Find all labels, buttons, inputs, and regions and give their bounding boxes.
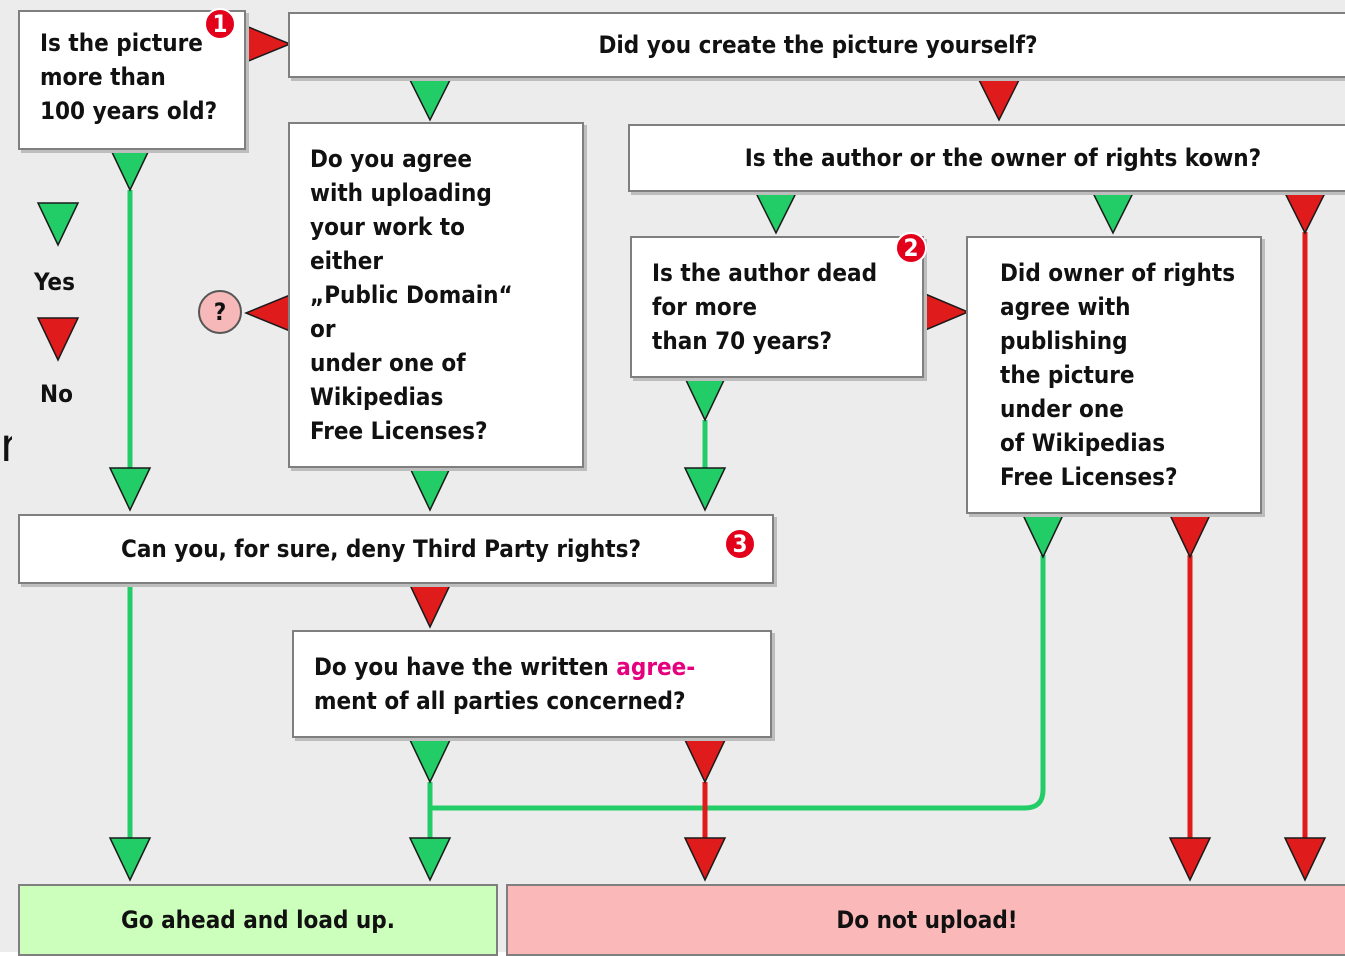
node-owner-line-6: of Wikipedias bbox=[1000, 429, 1166, 457]
yes-arrow-out-mid bbox=[408, 837, 452, 882]
node-picture-age-line-3: 100 years old? bbox=[40, 97, 218, 125]
yes-arrow-written bbox=[408, 739, 452, 784]
no-arrow-out-2 bbox=[1168, 837, 1212, 882]
no-arrow-owner bbox=[1168, 514, 1212, 559]
stray-glyph: n bbox=[0, 418, 12, 472]
yes-arrow-dead bbox=[683, 377, 727, 422]
yes-arrow-known-left bbox=[754, 192, 798, 235]
outcome-upload: Go ahead and load up. bbox=[18, 884, 498, 956]
node-owner-line-2: agree with bbox=[1000, 293, 1131, 321]
line-owner-yes bbox=[430, 555, 1046, 811]
node-author-known-text: Is the author or the owner of rights kow… bbox=[744, 144, 1262, 172]
no-arrow-agree-left bbox=[244, 293, 291, 333]
node-agree-license: Do you agree with uploading your work to… bbox=[288, 122, 584, 468]
no-arrow-old-right bbox=[245, 24, 292, 64]
node-author-dead-line-2: for more bbox=[652, 293, 758, 321]
node-agree-line-5: „Public Domain“ bbox=[310, 281, 513, 309]
legend-no-icon bbox=[36, 317, 80, 362]
badge-2: 2 bbox=[895, 232, 927, 264]
node-owner-line-7: Free Licenses? bbox=[1000, 463, 1178, 491]
yes-arrow-out-left bbox=[108, 837, 152, 882]
no-arrow-out-3 bbox=[1283, 837, 1327, 882]
yes-arrow-create bbox=[408, 79, 452, 122]
no-arrow-dead-right bbox=[922, 291, 970, 333]
node-owner-line-4: the picture bbox=[1000, 361, 1135, 389]
legend-yes-icon bbox=[36, 202, 80, 247]
node-author-known: Is the author or the owner of rights kow… bbox=[628, 124, 1345, 192]
no-arrow-out-1 bbox=[683, 837, 727, 882]
no-arrow-third bbox=[408, 584, 452, 629]
yes-arrow-into-third-mid bbox=[408, 467, 452, 512]
outcome-upload-text: Go ahead and load up. bbox=[121, 906, 395, 934]
node-picture-age-line-1: Is the picture bbox=[40, 29, 203, 57]
node-created-yourself: Did you create the picture yourself? bbox=[288, 12, 1345, 78]
node-owner-line-3: publishing bbox=[1000, 327, 1128, 355]
yes-arrow-into-third-right bbox=[683, 467, 727, 512]
no-arrow-create bbox=[977, 79, 1021, 122]
node-agree-line-4: either bbox=[310, 247, 384, 275]
node-agree-line-9: Free Licenses? bbox=[310, 417, 488, 445]
badge-3: 3 bbox=[724, 528, 756, 560]
no-arrow-written bbox=[683, 739, 727, 784]
node-written-line-2: ment of all parties concerned? bbox=[314, 687, 686, 715]
no-arrow-known bbox=[1283, 192, 1327, 235]
node-author-dead-line-1: Is the author dead bbox=[652, 259, 878, 287]
node-author-dead-line-3: than 70 years? bbox=[652, 327, 833, 355]
badge-1: 1 bbox=[204, 8, 236, 40]
legend-no-label: No bbox=[40, 380, 73, 408]
outcome-do-not-upload: Do not upload! bbox=[506, 884, 1345, 956]
yes-arrow-owner bbox=[1021, 514, 1065, 559]
node-owner-line-5: under one bbox=[1000, 395, 1124, 423]
yes-arrow-old bbox=[108, 147, 152, 192]
node-written-line-1: Do you have the written agree- bbox=[314, 650, 770, 684]
node-owner-line-1: Did owner of rights bbox=[1000, 259, 1236, 287]
yes-arrow-known-mid bbox=[1091, 192, 1135, 235]
node-third-party: Can you, for sure, deny Third Party righ… bbox=[18, 514, 774, 584]
node-author-dead: Is the author dead for more than 70 year… bbox=[630, 236, 924, 378]
outcome-do-not-upload-text: Do not upload! bbox=[836, 906, 1018, 934]
node-agree-line-8: Wikipedias bbox=[310, 383, 444, 411]
node-agree-line-1: Do you agree bbox=[310, 145, 473, 173]
node-agree-line-3: your work to bbox=[310, 213, 465, 241]
node-created-yourself-text: Did you create the picture yourself? bbox=[598, 31, 1038, 59]
node-written-agreement: Do you have the written agree- ment of a… bbox=[292, 630, 772, 738]
node-written-text-1: Do you have the written bbox=[314, 653, 617, 681]
node-agree-line-2: with uploading bbox=[310, 179, 492, 207]
node-owner-agree: Did owner of rights agree with publishin… bbox=[966, 236, 1262, 514]
node-agree-line-7: under one of bbox=[310, 349, 466, 377]
question-circle-icon: ? bbox=[198, 290, 242, 334]
legend-yes-label: Yes bbox=[34, 268, 75, 296]
yes-arrow-into-third-left bbox=[108, 467, 152, 512]
agreement-highlight-link[interactable]: agree- bbox=[616, 653, 696, 681]
node-agree-line-6: or bbox=[310, 315, 336, 343]
node-third-party-text: Can you, for sure, deny Third Party righ… bbox=[120, 535, 641, 563]
node-picture-age-line-2: more than bbox=[40, 63, 166, 91]
